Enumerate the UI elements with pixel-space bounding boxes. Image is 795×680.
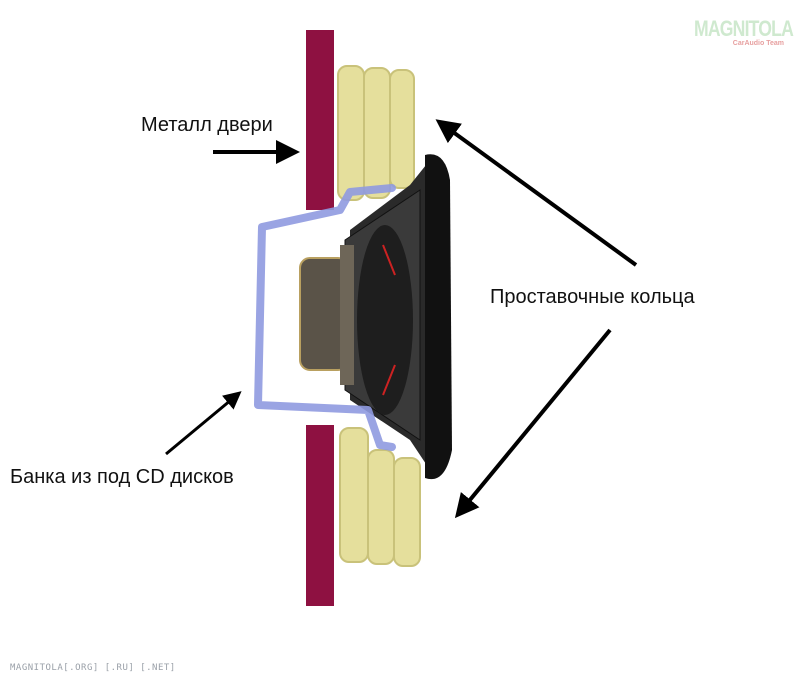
spacer-rings-top <box>337 65 415 201</box>
label-cd-can: Банка из под CD дисков <box>10 466 234 488</box>
door-metal-bottom <box>306 425 334 606</box>
spacer-rings-bottom <box>339 427 421 567</box>
arrow-rings-top <box>435 119 638 267</box>
label-door-metal: Металл двери <box>141 114 273 136</box>
speaker <box>299 154 452 480</box>
footer-watermark: MAGNITOLA[.ORG] [.RU] [.NET] <box>10 663 176 673</box>
label-spacer-rings: Проставочные кольца <box>490 286 695 308</box>
magnitola-logo: MAGNITOLA CarAudio Team <box>694 16 794 47</box>
cd-can-outline <box>254 184 396 451</box>
door-metal-top <box>306 30 334 210</box>
arrow-cd-can <box>165 391 242 456</box>
arrow-rings-bottom <box>454 328 612 519</box>
